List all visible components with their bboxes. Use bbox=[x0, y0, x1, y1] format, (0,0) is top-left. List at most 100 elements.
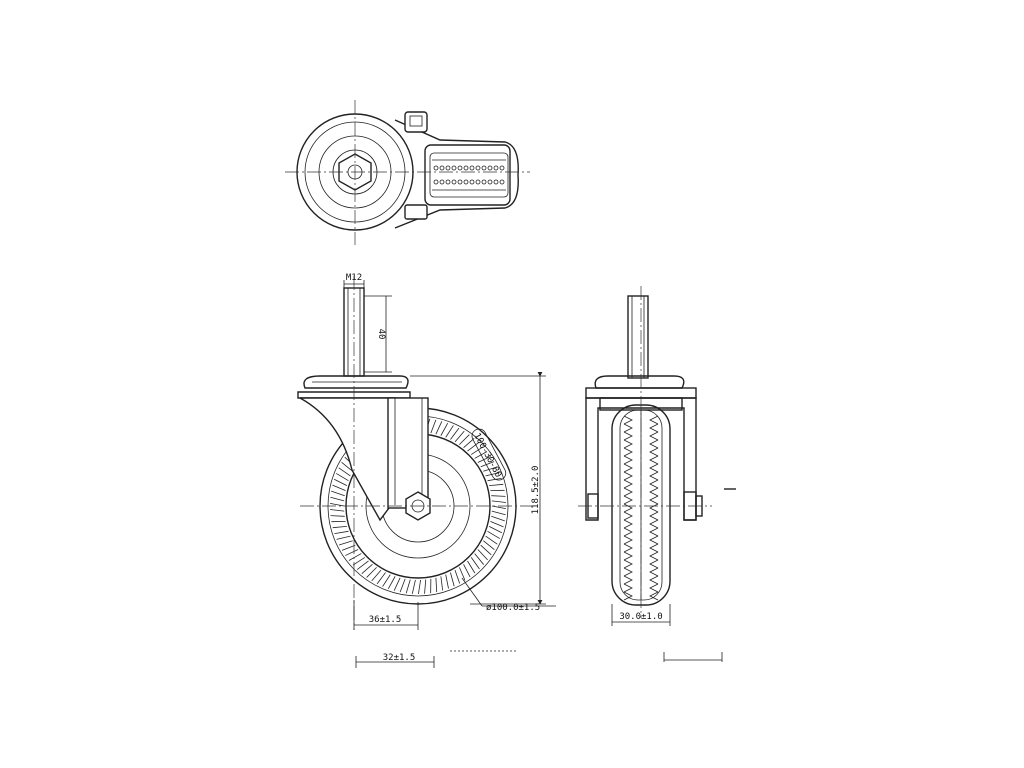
tire-hatch-line bbox=[387, 576, 396, 590]
tire-hatch-line bbox=[341, 462, 353, 472]
tire-hatch-line bbox=[454, 569, 461, 584]
tire-hatch-line bbox=[330, 496, 345, 502]
tread-zigzag bbox=[623, 527, 659, 537]
front-view bbox=[578, 286, 736, 618]
tire-hatch-line bbox=[371, 569, 382, 582]
tread-zigzag bbox=[623, 567, 659, 577]
tread-zigzag bbox=[623, 439, 659, 449]
tire-hatch-line bbox=[338, 540, 353, 546]
tire-hatch-line bbox=[393, 577, 401, 591]
height-label: 118.5±2.0 bbox=[531, 466, 541, 515]
tread-zigzag bbox=[623, 447, 659, 457]
tire-hatch-line bbox=[488, 526, 503, 534]
tread-zigzag bbox=[623, 471, 659, 481]
tread-zigzag bbox=[623, 583, 659, 593]
tire-hatch-line bbox=[477, 456, 491, 463]
side-view: 100-30-80 bbox=[297, 276, 535, 630]
top-tread-pattern bbox=[432, 159, 506, 191]
tread-zigzag bbox=[623, 519, 659, 529]
tire-hatch-line bbox=[491, 515, 505, 522]
tread-zigzag bbox=[623, 487, 659, 497]
tire-hatch-line bbox=[480, 461, 495, 468]
tire-hatch-line bbox=[491, 500, 506, 503]
top-view bbox=[285, 100, 530, 245]
tire-hatch-line bbox=[454, 430, 465, 443]
tire-hatch-line bbox=[459, 434, 470, 445]
tire-hatch-line bbox=[487, 530, 500, 539]
tread-zigzag bbox=[623, 415, 659, 425]
tire-hatch-line bbox=[376, 572, 386, 585]
tire-hatch-line bbox=[405, 579, 411, 594]
tire-marking: 100-30-80 bbox=[471, 432, 503, 480]
tire-hatch-line bbox=[418, 579, 421, 595]
tire-hatch-line bbox=[332, 484, 346, 491]
tire-hatch-line bbox=[445, 425, 454, 438]
tire-hatch-line bbox=[336, 535, 351, 540]
tire-hatch-line bbox=[483, 540, 495, 550]
tire-hatch-line bbox=[338, 467, 351, 477]
tire-hatch-line bbox=[330, 509, 345, 512]
tread-zigzag bbox=[623, 551, 659, 561]
tread-zigzag bbox=[623, 503, 659, 513]
tread-zigzag bbox=[623, 495, 659, 505]
tire-hatch-line bbox=[332, 525, 347, 529]
tire-hatch-line bbox=[487, 478, 502, 482]
plate-offset-label: 32±1.5 bbox=[383, 653, 416, 663]
tread-zigzag bbox=[623, 535, 659, 545]
front-dimensions: 30.0±1.0 bbox=[611, 604, 723, 662]
tire-hatch-line bbox=[491, 495, 506, 497]
tread-zigzag bbox=[623, 423, 659, 433]
tire-hatch-line bbox=[485, 535, 498, 545]
tire-hatch-line bbox=[334, 530, 349, 534]
tire-hatch-line bbox=[491, 510, 506, 516]
tire-hatch-line bbox=[366, 567, 377, 578]
tire-hatch-line bbox=[424, 579, 427, 594]
tire-hatch-line bbox=[435, 577, 438, 593]
tire-hatch-line bbox=[485, 472, 500, 477]
tire-hatch-line bbox=[463, 564, 471, 578]
offset-label: 36±1.5 bbox=[369, 615, 402, 625]
tire-width-label: 30.0±1.0 bbox=[619, 612, 662, 622]
tire-hatch-line bbox=[471, 446, 484, 455]
diameter-label: ø100.0±1.5 bbox=[486, 603, 540, 613]
side-dimensions: M12 40 118.5±2.0 36±1.5 ø100.0±1.5 32±1.… bbox=[343, 273, 556, 668]
tread-zigzag bbox=[623, 591, 659, 601]
tire-hatch-line bbox=[470, 557, 480, 570]
tire-hatch-line bbox=[333, 478, 348, 486]
tire-hatch-line bbox=[430, 419, 437, 434]
tire-hatch-line bbox=[480, 544, 492, 556]
tire-hatch-line bbox=[352, 557, 365, 566]
tire-hatch-line bbox=[336, 473, 349, 482]
tread-zigzag bbox=[623, 511, 659, 521]
tire-hatch-line bbox=[435, 421, 443, 435]
tread-zigzag bbox=[623, 575, 659, 585]
tire-hatch-line bbox=[477, 549, 488, 561]
tire-hatch-line bbox=[474, 553, 484, 565]
tire-hatch-line bbox=[361, 564, 373, 574]
tread-zigzag bbox=[623, 559, 659, 569]
tire-hatch-line bbox=[331, 490, 345, 497]
thread-label: M12 bbox=[346, 273, 362, 283]
tire-hatch-line bbox=[450, 572, 455, 587]
tire-hatch-line bbox=[440, 422, 449, 436]
tire-hatch-line bbox=[467, 560, 476, 574]
tread-zigzag bbox=[623, 479, 659, 489]
tire-hatch-line bbox=[463, 438, 475, 448]
tire-hatch-line bbox=[467, 442, 480, 452]
front-tread-pattern bbox=[623, 415, 659, 601]
tire-hatch-line bbox=[491, 505, 507, 510]
tire-hatch-line bbox=[348, 553, 362, 561]
tread-zigzag bbox=[623, 463, 659, 473]
tire-hatch-line bbox=[483, 466, 498, 472]
tire-hatch-line bbox=[489, 483, 504, 487]
tire-hatch-line bbox=[411, 579, 416, 594]
tire-hatch-line bbox=[330, 515, 345, 517]
tread-zigzag bbox=[623, 543, 659, 553]
tread-zigzag bbox=[623, 431, 659, 441]
tire-hatch-line bbox=[345, 549, 359, 556]
tire-hatch-line bbox=[382, 574, 391, 587]
tread-zigzag bbox=[623, 455, 659, 465]
tire-hatch-line bbox=[440, 576, 444, 591]
tire-hatch-line bbox=[459, 567, 466, 581]
